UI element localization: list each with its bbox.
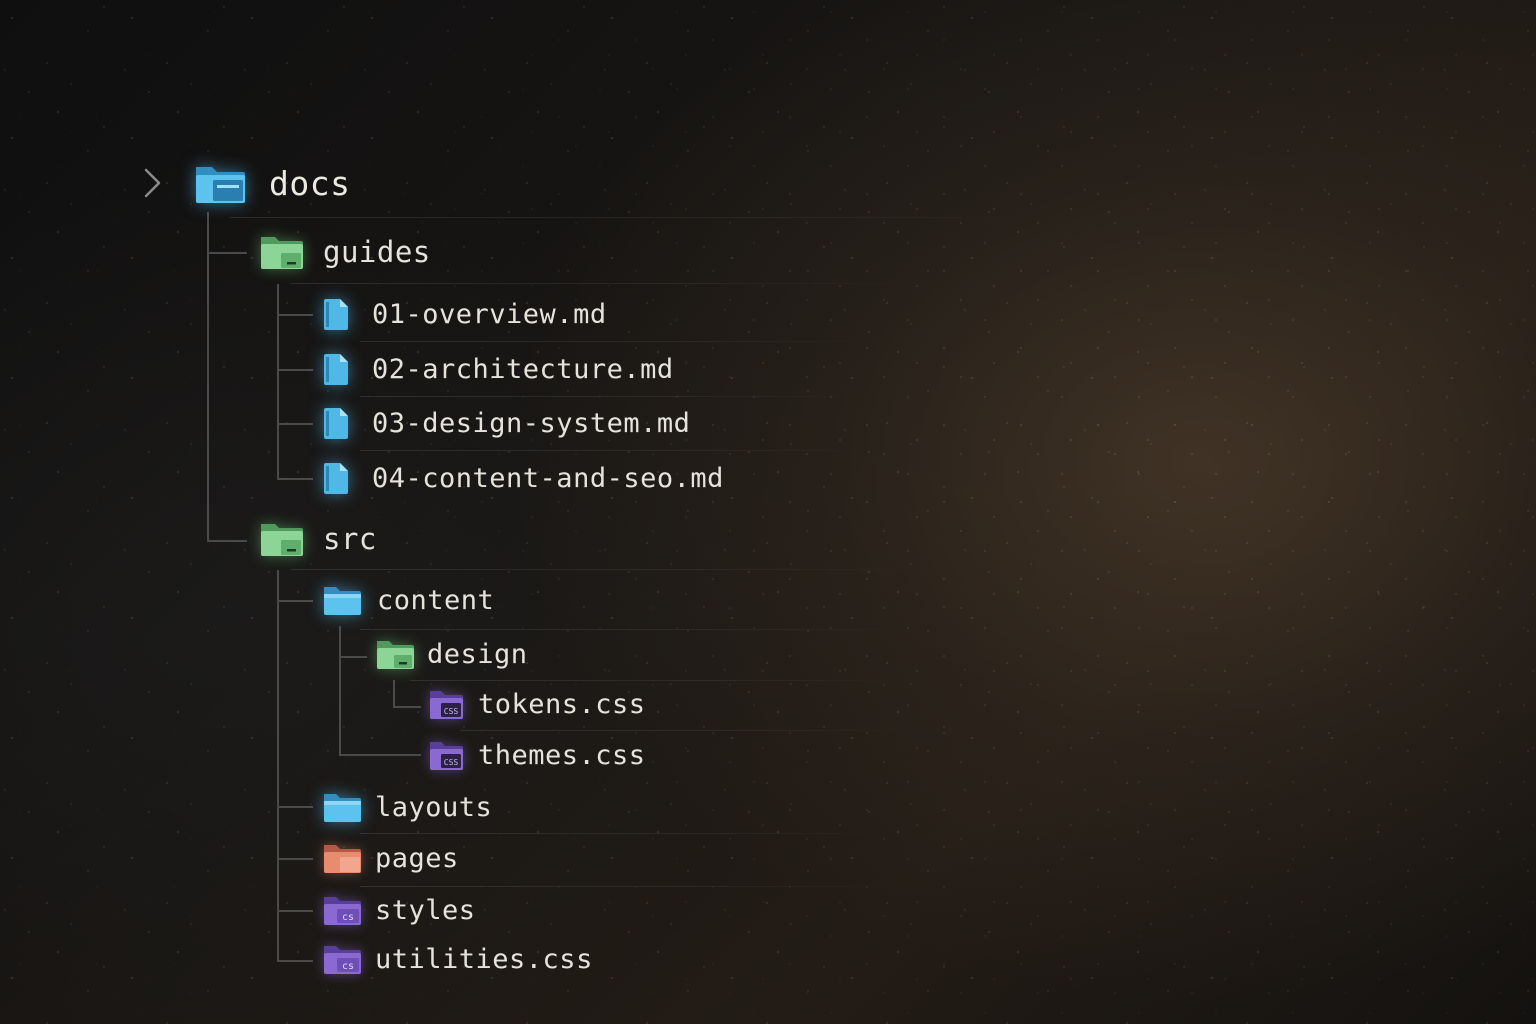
tree-item-label: docs xyxy=(269,163,351,203)
svg-text:CSS: CSS xyxy=(444,758,459,767)
row-separator xyxy=(290,569,930,570)
tree-connector xyxy=(393,706,421,708)
markdown-file-icon xyxy=(324,299,348,330)
tree-item-label: 02-architecture.md xyxy=(372,353,674,385)
folder-icon xyxy=(377,641,414,669)
tree-item-label: 03-design-system.md xyxy=(372,407,691,439)
tree-connector xyxy=(277,478,313,480)
folder-icon xyxy=(261,237,303,269)
tree-item-docs[interactable]: docs xyxy=(193,158,350,208)
row-separator xyxy=(410,680,910,681)
css-folder-icon: CSS xyxy=(430,691,463,719)
tree-connector xyxy=(277,369,313,371)
tree-item-file[interactable]: 01-overview.md xyxy=(323,296,607,332)
tree-connector xyxy=(207,212,209,542)
tree-connector xyxy=(339,754,421,756)
markdown-file-icon xyxy=(324,463,348,494)
tree-connector xyxy=(277,858,313,860)
tree-item-label: utilities.css xyxy=(375,943,593,975)
tree-connector xyxy=(393,680,395,706)
tree-item-label: layouts xyxy=(375,791,493,823)
tree-connector xyxy=(277,314,313,316)
chevron-right-icon[interactable] xyxy=(140,166,166,200)
markdown-file-icon xyxy=(324,354,348,385)
tree-item-label: design xyxy=(427,638,528,670)
css-folder-icon: CSS xyxy=(430,742,463,770)
folder-icon xyxy=(324,794,361,822)
tree-connector xyxy=(277,960,313,962)
folder-icon xyxy=(324,587,361,615)
svg-text:cs: cs xyxy=(342,912,354,923)
css-folder-icon: cs xyxy=(324,897,361,925)
tree-item-design[interactable]: design xyxy=(375,637,528,671)
tree-item-content[interactable]: content xyxy=(322,582,494,618)
row-separator xyxy=(360,886,900,887)
tree-item-label: src xyxy=(323,522,377,556)
tree-connector xyxy=(207,252,247,254)
tree-connector xyxy=(277,910,313,912)
tree-item-file[interactable]: 02-architecture.md xyxy=(323,351,674,387)
tree-item-label: 04-content-and-seo.md xyxy=(372,462,724,494)
tree-item-label: themes.css xyxy=(478,739,646,771)
tree-item-label: 01-overview.md xyxy=(372,298,607,330)
tree-connector xyxy=(277,806,313,808)
tree-connector xyxy=(277,570,279,962)
tree-connector xyxy=(277,600,313,602)
row-separator xyxy=(460,730,910,731)
tree-item-label: content xyxy=(377,584,495,616)
folder-icon xyxy=(324,845,361,873)
tree-item-file[interactable]: cs utilities.css xyxy=(322,941,593,977)
row-separator xyxy=(360,396,880,397)
tree-connector xyxy=(277,423,313,425)
row-separator xyxy=(360,833,900,834)
tree-item-pages[interactable]: pages xyxy=(322,840,459,876)
tree-item-label: pages xyxy=(375,842,459,874)
markdown-file-icon xyxy=(324,408,348,439)
tree-connector xyxy=(277,284,279,480)
css-folder-icon: cs xyxy=(324,946,361,974)
tree-item-file[interactable]: CSS themes.css xyxy=(428,738,646,772)
tree-connector xyxy=(207,540,247,542)
tree-item-file[interactable]: 04-content-and-seo.md xyxy=(323,460,724,496)
tree-item-src[interactable]: src xyxy=(259,519,377,559)
tree-item-styles[interactable]: cs styles xyxy=(322,892,476,928)
folder-open-icon xyxy=(196,167,245,203)
tree-item-label: styles xyxy=(375,894,476,926)
tree-item-file[interactable]: CSS tokens.css xyxy=(428,687,646,721)
row-separator xyxy=(230,217,1050,218)
tree-connector xyxy=(339,656,367,658)
svg-text:CSS: CSS xyxy=(444,707,459,716)
row-separator xyxy=(360,341,880,342)
row-separator xyxy=(360,629,920,630)
row-separator xyxy=(290,283,930,284)
tree-item-file[interactable]: 03-design-system.md xyxy=(323,405,690,441)
folder-icon xyxy=(261,524,303,556)
tree-item-layouts[interactable]: layouts xyxy=(322,789,492,825)
tree-item-label: tokens.css xyxy=(478,688,646,720)
tree-item-guides[interactable]: guides xyxy=(259,232,431,272)
tree-connector xyxy=(339,626,341,754)
tree-item-label: guides xyxy=(323,235,431,269)
svg-text:cs: cs xyxy=(342,961,354,972)
row-separator xyxy=(360,450,880,451)
